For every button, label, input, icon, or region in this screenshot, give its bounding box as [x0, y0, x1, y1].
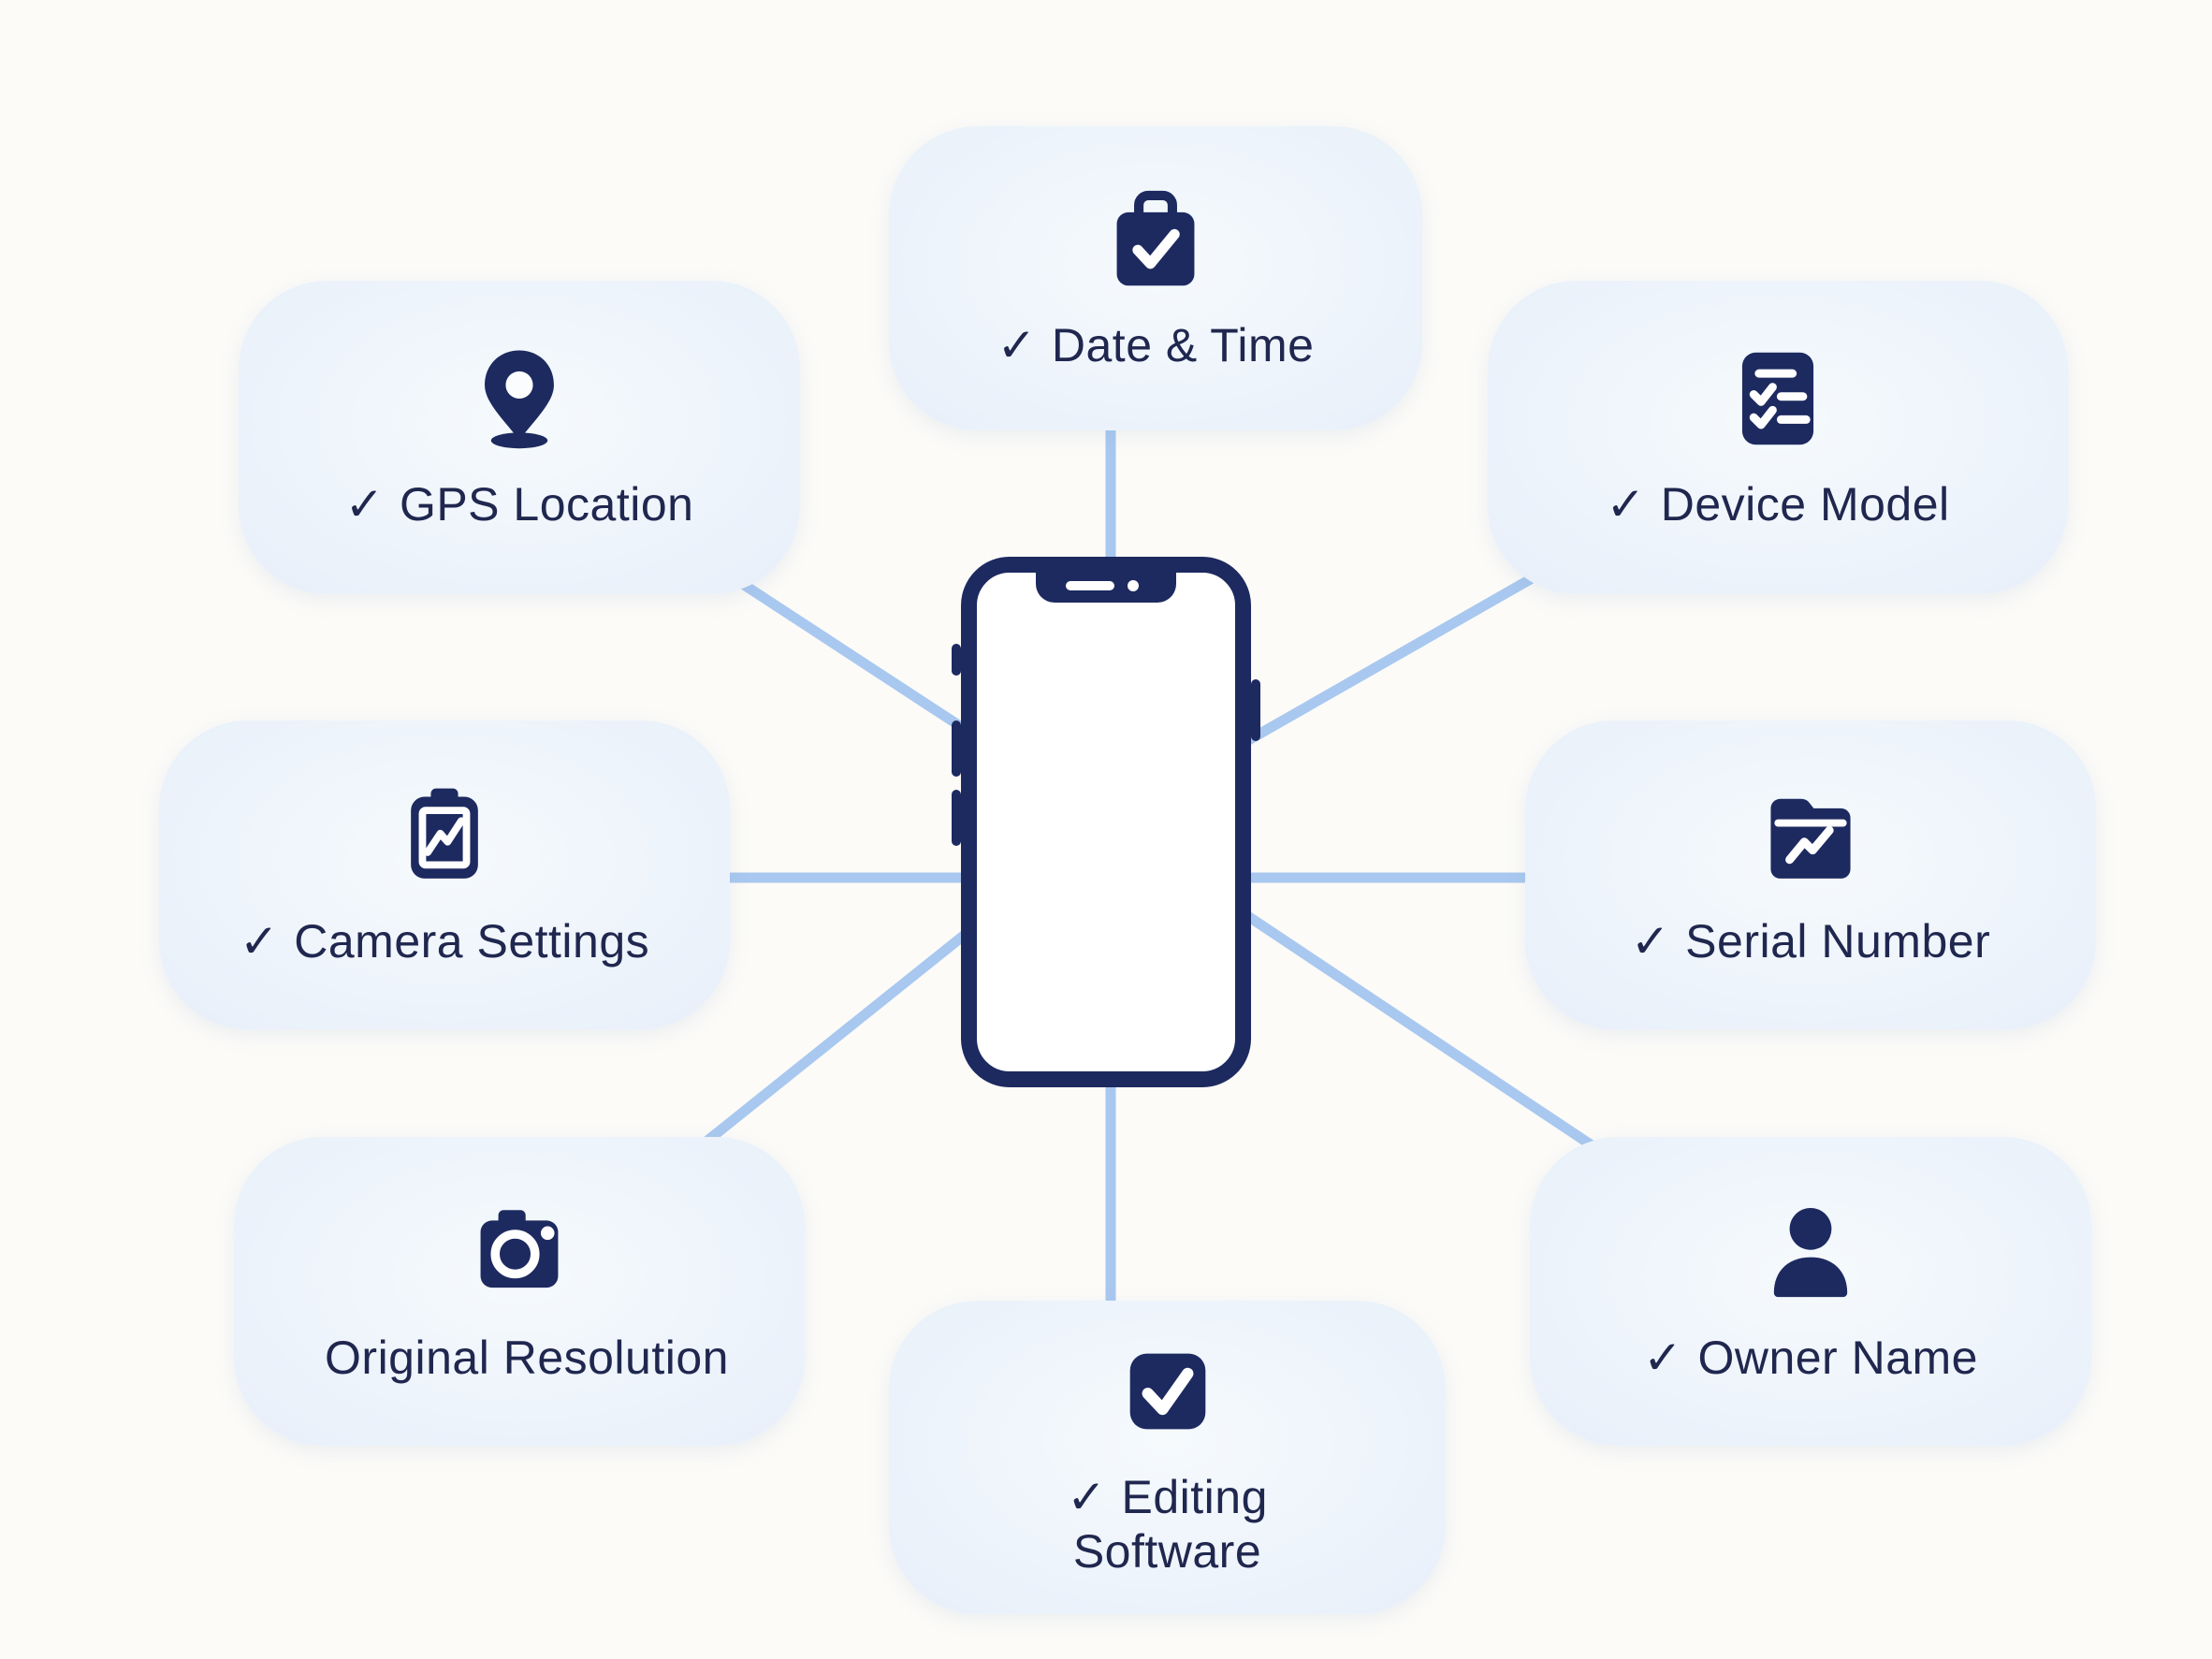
smartphone-outline	[952, 557, 1260, 1087]
node-original-resolution: Original Resolution	[234, 1137, 805, 1446]
node-device-model: ✓Device Model	[1488, 281, 2068, 594]
checklist-icon	[1725, 343, 1830, 454]
check-glyph: ✓	[997, 318, 1037, 371]
node-serial-number: ✓Serial Number	[1525, 720, 2096, 1029]
camera-icon	[467, 1197, 572, 1307]
node-label: ✓GPS Location	[344, 477, 694, 531]
node-label: ✓Owner Name	[1643, 1332, 1978, 1385]
checkbox-check-icon	[1115, 1336, 1220, 1447]
node-label: ✓Date & Time	[997, 318, 1315, 371]
node-label: ✓Serial Number	[1630, 915, 1991, 968]
check-glyph: ✓	[239, 915, 280, 968]
node-label: ✓Device Model	[1606, 477, 1950, 531]
node-gps-location: ✓GPS Location	[239, 281, 800, 594]
map-pin-icon	[467, 343, 572, 454]
phone-notch	[1036, 570, 1176, 603]
phone-volume-up-button	[952, 720, 961, 777]
phone-camera-dot	[1128, 580, 1139, 591]
node-editing-software: ✓Editing Software	[889, 1301, 1446, 1614]
briefcase-check-icon	[1103, 184, 1208, 295]
phone-power-button	[1251, 679, 1260, 741]
node-label: Original Resolution	[325, 1332, 729, 1385]
node-date-time: ✓Date & Time	[889, 126, 1422, 430]
phone-speaker	[1066, 581, 1114, 590]
node-owner-name: ✓Owner Name	[1530, 1137, 2091, 1446]
check-glyph: ✓	[1630, 915, 1671, 968]
check-glyph: ✓	[344, 477, 385, 531]
node-label: ✓Editing Software	[1067, 1471, 1268, 1578]
check-glyph: ✓	[1067, 1471, 1107, 1523]
check-glyph: ✓	[1606, 477, 1646, 531]
phone-volume-down-button	[952, 790, 961, 846]
folder-chart-icon	[1758, 780, 1863, 891]
clipboard-chart-icon	[392, 780, 497, 891]
phone-mute-switch	[952, 644, 961, 676]
user-icon	[1758, 1197, 1863, 1307]
node-camera-settings: ✓Camera Settings	[159, 720, 730, 1029]
node-label: ✓Camera Settings	[239, 915, 650, 968]
check-glyph: ✓	[1643, 1332, 1683, 1385]
